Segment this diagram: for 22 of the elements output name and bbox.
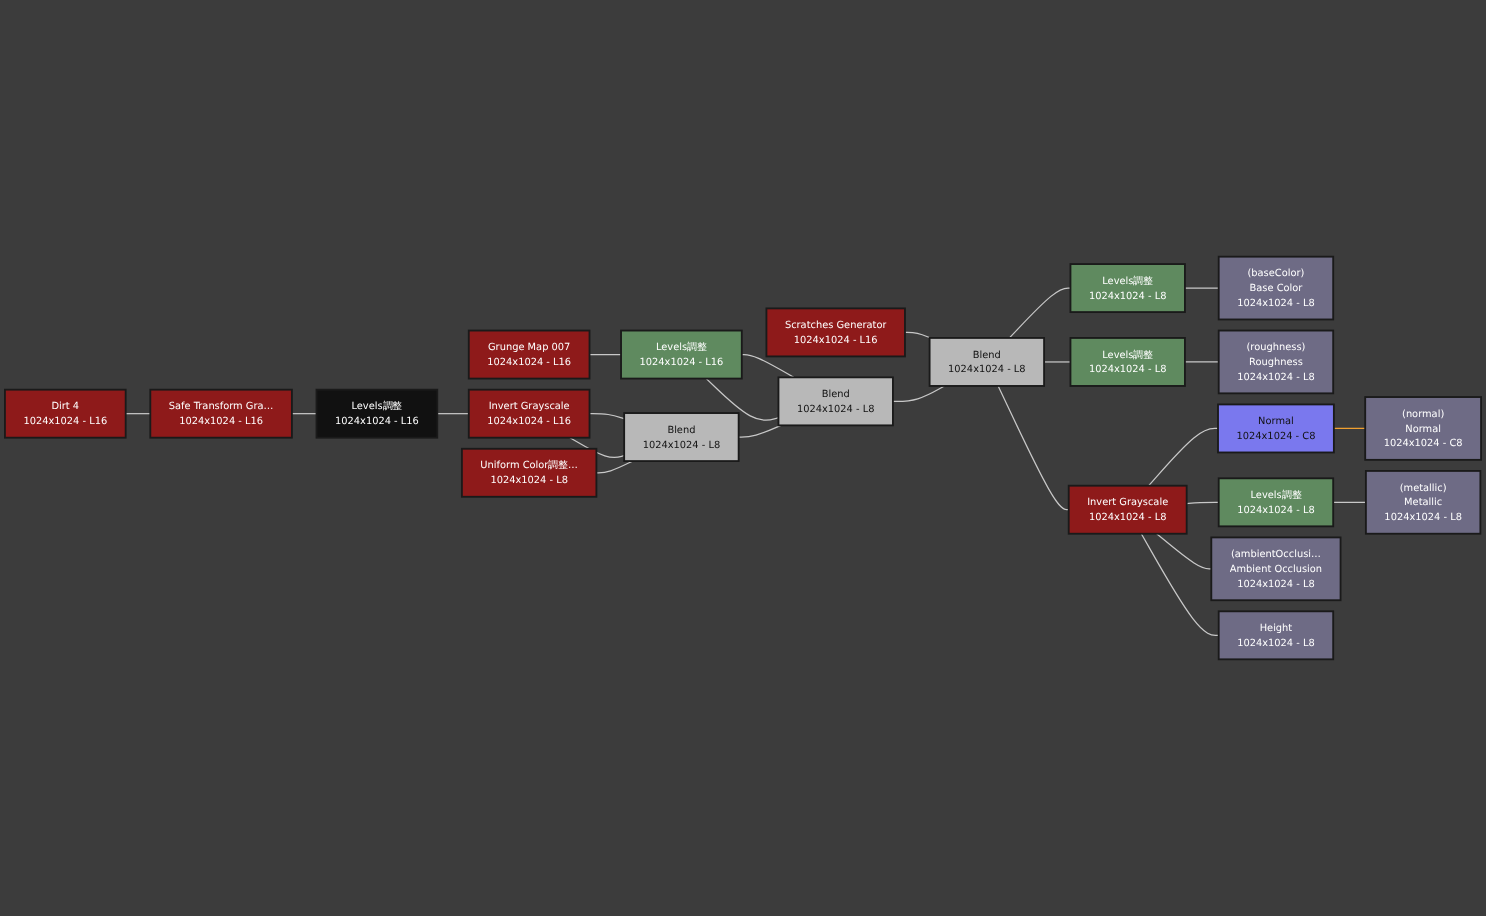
connector bbox=[738, 424, 782, 438]
connector bbox=[705, 377, 780, 421]
connector bbox=[1333, 427, 1366, 430]
connector bbox=[595, 460, 634, 474]
connector bbox=[1184, 361, 1220, 363]
connector bbox=[1332, 501, 1367, 503]
connector bbox=[892, 385, 946, 402]
connector bbox=[904, 331, 931, 339]
connector bbox=[1140, 533, 1220, 636]
connector bbox=[741, 353, 795, 378]
connector bbox=[1148, 427, 1219, 487]
connector bbox=[1184, 287, 1220, 289]
connector bbox=[436, 413, 470, 415]
connector bbox=[1043, 361, 1072, 363]
connector bbox=[588, 413, 625, 420]
connector bbox=[997, 385, 1070, 511]
connector bbox=[291, 413, 318, 415]
connector bbox=[125, 413, 151, 415]
connector bbox=[1156, 533, 1212, 570]
connector bbox=[1186, 501, 1220, 505]
connector bbox=[588, 353, 622, 356]
connector bbox=[1008, 287, 1072, 339]
